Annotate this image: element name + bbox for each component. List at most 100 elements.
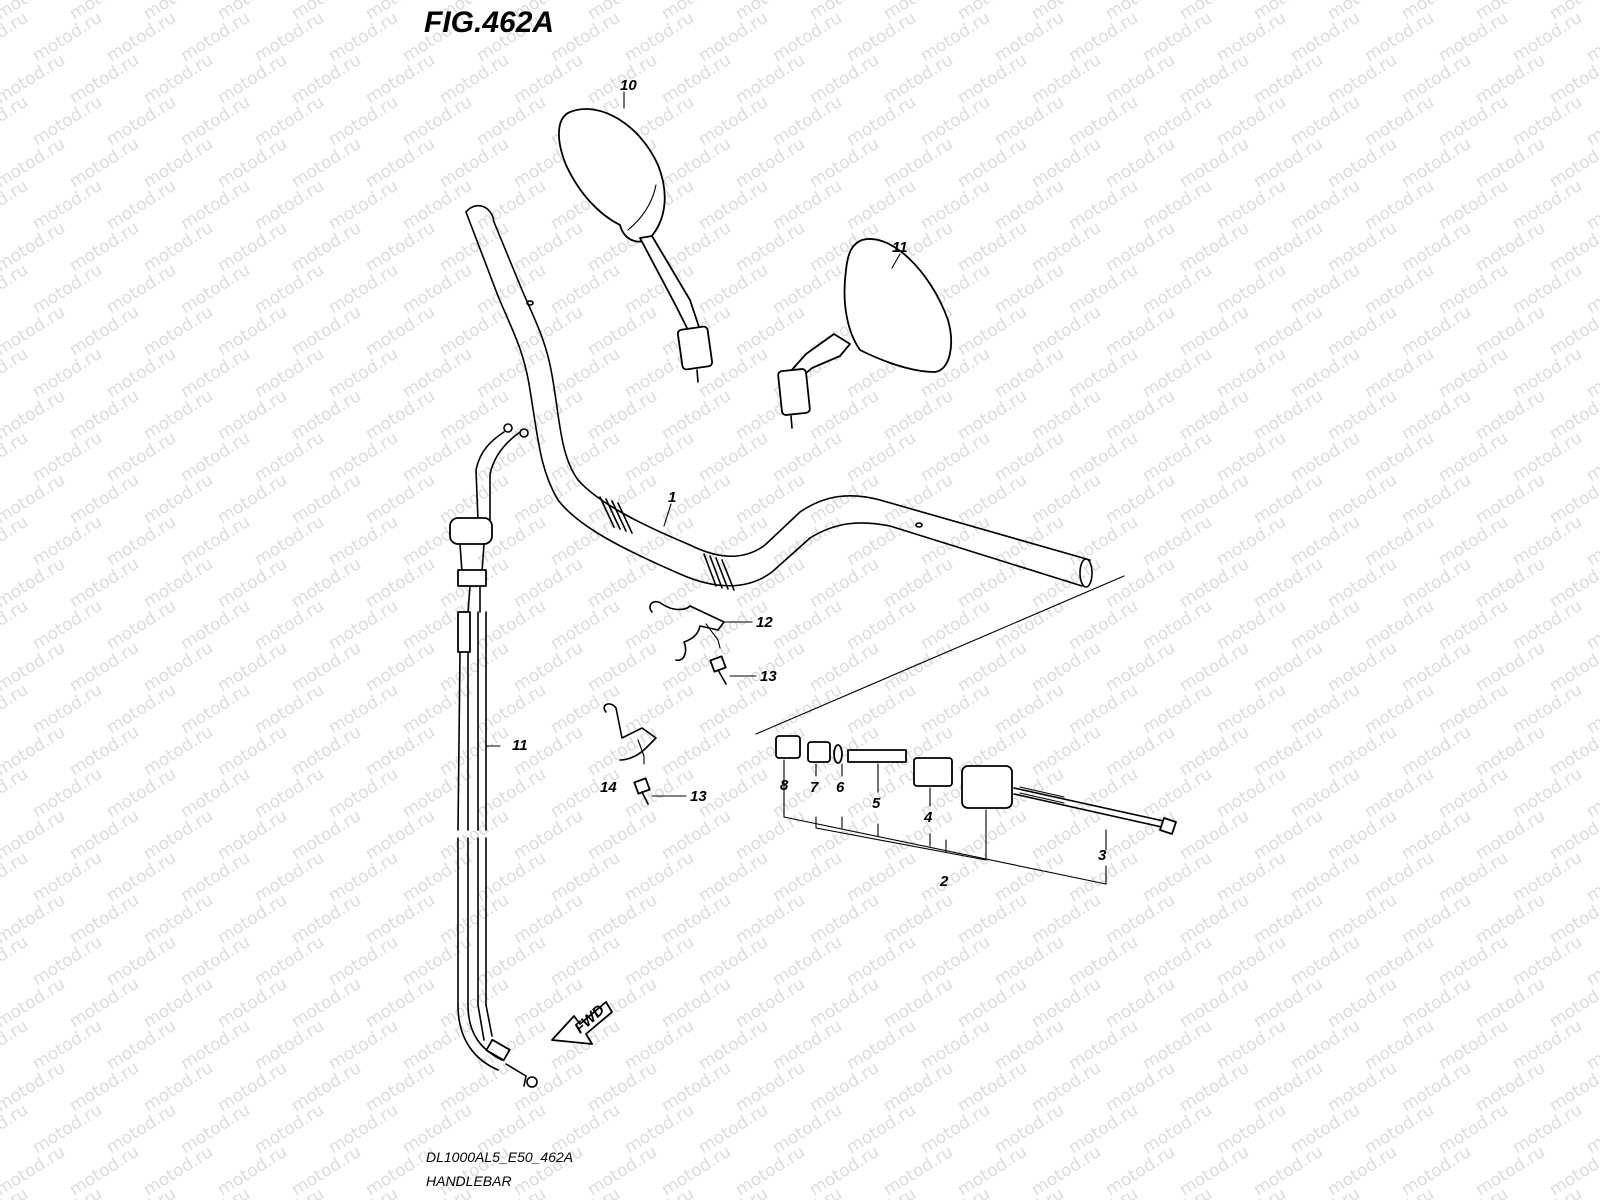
watermark-text: motod.ru — [177, 932, 254, 990]
watermark-text: motod.ru — [1065, 428, 1142, 486]
watermark-text: motod.ru — [1509, 428, 1586, 486]
watermark-text: motod.ru — [473, 680, 550, 738]
watermark-text: motod.ru — [880, 50, 957, 108]
cable-clamp-part-12[interactable] — [649, 600, 725, 662]
watermark-text: motod.ru — [66, 470, 143, 528]
watermark-text: motod.ru — [954, 554, 1031, 612]
watermark-text: motod.ru — [1583, 92, 1600, 150]
watermark-text: motod.ru — [214, 974, 291, 1032]
watermark-text: motod.ru — [1176, 50, 1253, 108]
watermark-text: motod.ru — [769, 1100, 846, 1158]
watermark-text: motod.ru — [843, 92, 920, 150]
watermark-text: motod.ru — [1028, 806, 1105, 864]
watermark-text: motod.ru — [1472, 554, 1549, 612]
watermark-text: motod.ru — [140, 302, 217, 360]
watermark-text: motod.ru — [1324, 722, 1401, 780]
watermark-text: motod.ru — [954, 890, 1031, 948]
watermark-text: motod.ru — [325, 932, 402, 990]
watermark-text: motod.ru — [251, 596, 328, 654]
watermark-text: motod.ru — [325, 512, 402, 570]
watermark-text: motod.ru — [362, 1058, 439, 1116]
watermark-text: motod.ru — [66, 722, 143, 780]
watermark-text: motod.ru — [917, 680, 994, 738]
watermark-text: motod.ru — [251, 764, 328, 822]
watermark-text: motod.ru — [251, 848, 328, 906]
watermark-text: motod.ru — [1213, 512, 1290, 570]
figure-title: FIG.462A — [424, 6, 554, 39]
watermark-text: motod.ru — [325, 428, 402, 486]
bolt-part-13-upper[interactable] — [709, 655, 727, 685]
throttle-cable-part-11[interactable] — [449, 423, 538, 1088]
watermark-text: motod.ru — [362, 806, 439, 864]
watermark-text: motod.ru — [288, 890, 365, 948]
watermark-text: motod.ru — [1250, 134, 1327, 192]
watermark-text: motod.ru — [1472, 1142, 1549, 1200]
watermark-text: motod.ru — [251, 260, 328, 318]
watermark-text: motod.ru — [584, 554, 661, 612]
bar-end-balancer-assembly-part-2[interactable] — [755, 575, 1177, 885]
watermark-text: motod.ru — [1324, 1058, 1401, 1116]
watermark-text: motod.ru — [1250, 638, 1327, 696]
watermark-text: motod.ru — [510, 50, 587, 108]
watermark-text: motod.ru — [1028, 50, 1105, 108]
watermark-text: motod.ru — [1176, 218, 1253, 276]
watermark-text: motod.ru — [362, 218, 439, 276]
watermark-text: motod.ru — [325, 344, 402, 402]
watermark-text: motod.ru — [1028, 218, 1105, 276]
callout-12: 12 — [756, 614, 773, 631]
watermark-text: motod.ru — [880, 1142, 957, 1200]
watermark-text: motod.ru — [1361, 428, 1438, 486]
watermark-text: motod.ru — [1583, 1016, 1600, 1074]
watermark-text: motod.ru — [1398, 722, 1475, 780]
watermark-text: motod.ru — [214, 134, 291, 192]
watermark-text: motod.ru — [732, 470, 809, 528]
watermark-text: motod.ru — [1028, 638, 1105, 696]
watermark-text: motod.ru — [214, 722, 291, 780]
watermark-text: motod.ru — [1324, 302, 1401, 360]
cable-clamp-part-14[interactable] — [603, 703, 657, 765]
watermark-text: motod.ru — [1028, 722, 1105, 780]
mirror-left-part-9[interactable] — [558, 108, 714, 383]
watermark-text: motod.ru — [1398, 1058, 1475, 1116]
watermark-text: motod.ru — [584, 722, 661, 780]
watermark-text: motod.ru — [806, 554, 883, 612]
watermark-text: motod.ru — [658, 806, 735, 864]
watermark-text: motod.ru — [288, 386, 365, 444]
watermark-text: motod.ru — [1139, 428, 1216, 486]
handlebar-part-1[interactable] — [465, 204, 1093, 591]
watermark-text: motod.ru — [1472, 1058, 1549, 1116]
watermark-text: motod.ru — [1139, 1100, 1216, 1158]
watermark-text: motod.ru — [177, 680, 254, 738]
watermark-text: motod.ru — [1139, 176, 1216, 234]
watermark-text: motod.ru — [103, 176, 180, 234]
watermark-text: motod.ru — [1583, 8, 1600, 66]
watermark-text: motod.ru — [66, 1142, 143, 1200]
watermark-text: motod.ru — [288, 470, 365, 528]
watermark-text: motod.ru — [1250, 1142, 1327, 1200]
watermark-text: motod.ru — [1287, 512, 1364, 570]
watermark-text: motod.ru — [917, 8, 994, 66]
watermark-text: motod.ru — [1435, 1016, 1512, 1074]
watermark-text: motod.ru — [880, 470, 957, 528]
watermark-text: motod.ru — [1102, 1058, 1179, 1116]
watermark-text: motod.ru — [843, 8, 920, 66]
watermark-text: motod.ru — [1065, 680, 1142, 738]
watermark-text: motod.ru — [1287, 848, 1364, 906]
watermark-text: motod.ru — [1509, 1016, 1586, 1074]
watermark-text: motod.ru — [917, 176, 994, 234]
watermark-text: motod.ru — [1361, 848, 1438, 906]
watermark-text: motod.ru — [325, 1016, 402, 1074]
watermark-text: motod.ru — [1509, 932, 1586, 990]
watermark-text: motod.ru — [1361, 932, 1438, 990]
watermark-text: motod.ru — [1028, 974, 1105, 1032]
watermark-text: motod.ru — [140, 722, 217, 780]
watermark-text: motod.ru — [325, 764, 402, 822]
watermark-text: motod.ru — [1213, 92, 1290, 150]
watermark-text: motod.ru — [917, 428, 994, 486]
watermark-text: motod.ru — [1361, 176, 1438, 234]
watermark-text: motod.ru — [1213, 680, 1290, 738]
mirror-right-part-10[interactable] — [777, 238, 952, 429]
watermark-text: motod.ru — [1102, 134, 1179, 192]
bolt-part-13-lower[interactable] — [633, 777, 651, 805]
watermark-text: motod.ru — [29, 1016, 106, 1074]
